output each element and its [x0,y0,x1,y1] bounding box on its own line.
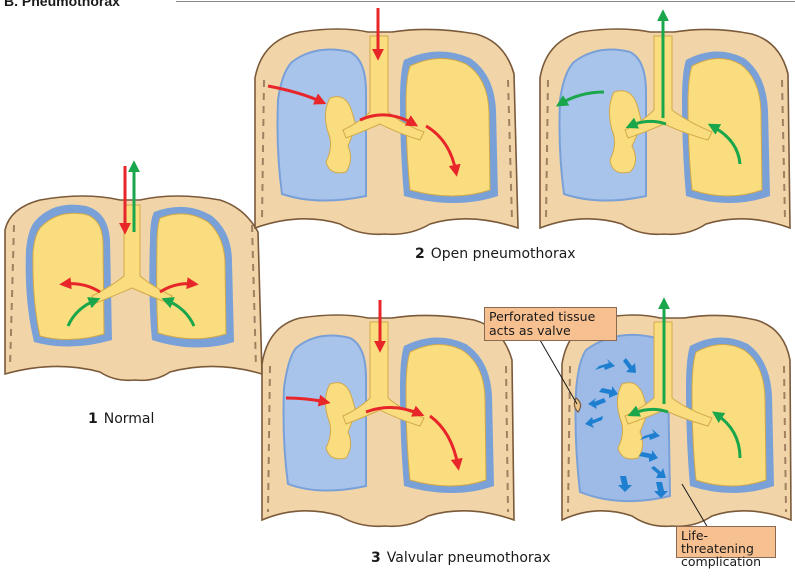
caption-open: 2 Open pneumothorax [415,245,576,263]
lung-right [406,58,490,196]
caption-number: 3 [371,550,381,566]
caption-normal: 1 Normal [88,410,154,428]
valve-callout: Perforated tissue acts as valve [484,307,617,341]
caption-label: Normal [104,411,155,427]
complication-callout-line1: Life-threatening [681,529,771,555]
caption-label: Valvular pneumothorax [387,550,551,566]
complication-callout: Life-threatening complication [676,526,776,558]
lung-left [33,213,104,339]
panel-normal [5,165,262,380]
valve-callout-line2: acts as valve [489,324,612,338]
valve-callout-line1: Perforated tissue [489,310,612,324]
complication-callout-line2: complication [681,555,771,568]
panel-open-expiration [540,14,790,234]
caption-number: 2 [415,246,425,262]
caption-label: Open pneumothorax [431,246,576,262]
panel-open-inspiration [255,8,518,234]
caption-valvular: 3 Valvular pneumothorax [371,549,551,567]
caption-number: 1 [88,411,98,427]
panel-valvular-inspiration [262,300,514,526]
